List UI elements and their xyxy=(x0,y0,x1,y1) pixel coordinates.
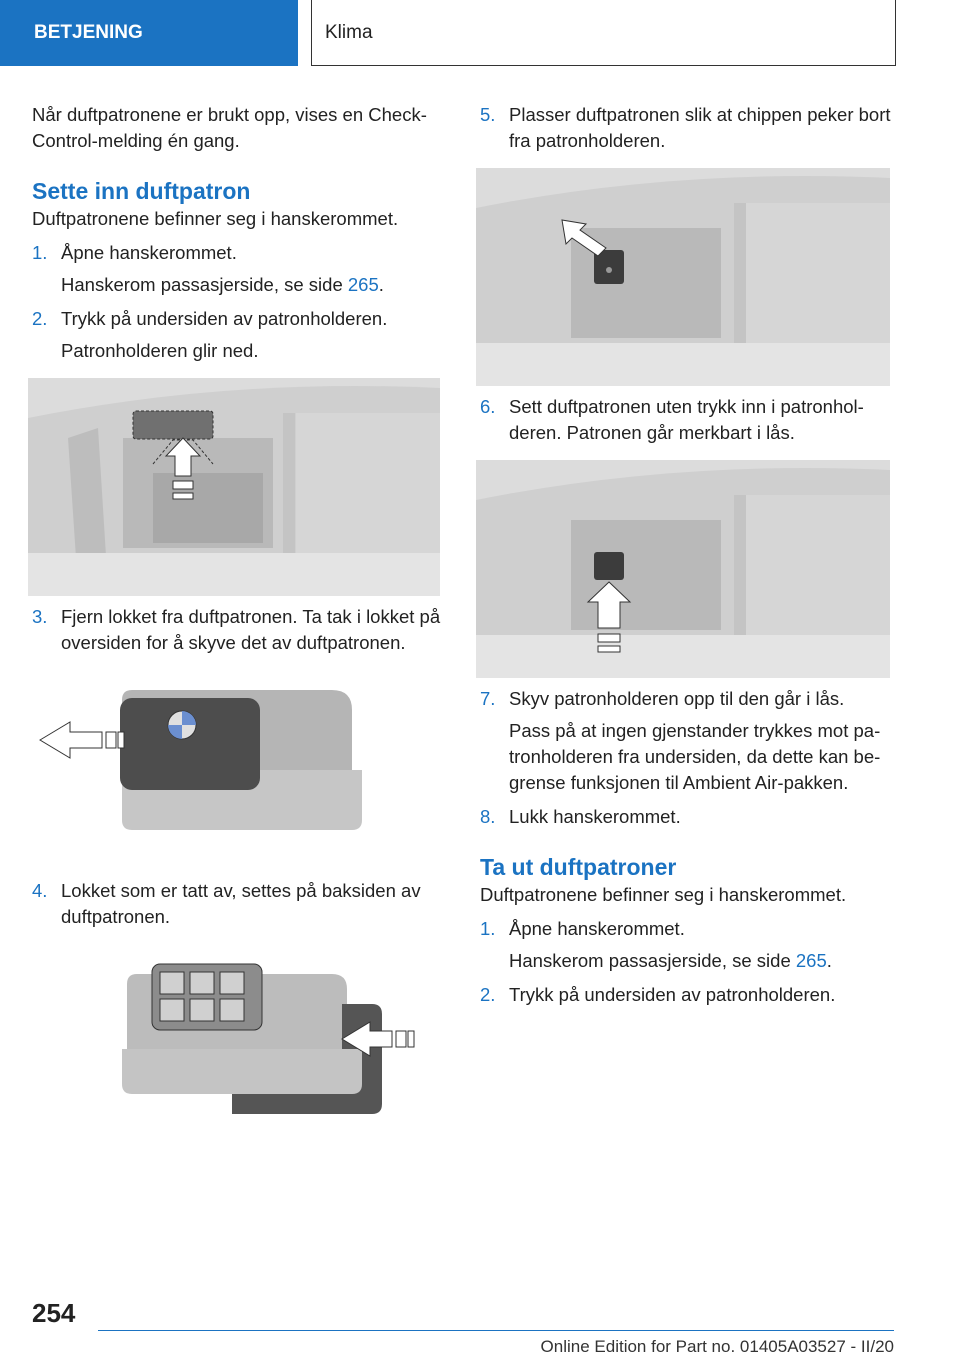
step-text: Plasser duftpatronen slik at chippen pek… xyxy=(509,104,891,151)
step-7-sub: Pass på at ingen gjenstander trykkes mot… xyxy=(509,720,881,793)
left-column: Når duftpatronene er brukt opp, vises en… xyxy=(28,102,444,1144)
edition-text: Online Edition for Part no. 01405A03527 … xyxy=(540,1337,894,1356)
step-number: 4. xyxy=(32,880,48,901)
chapter-title-box: Klima xyxy=(311,0,896,66)
step-8: 8. Lukk hanskerommet. xyxy=(480,804,894,830)
sub-text: Hanskerom passasjerside, se side xyxy=(509,950,796,971)
step-number: 2. xyxy=(32,308,48,329)
right-column: 5. Plasser duftpatronen slik at chippen … xyxy=(476,102,894,1008)
step-number: 8. xyxy=(480,806,496,827)
step2-1-sub: Hanskerom passasjerside, se side 265. xyxy=(480,948,894,974)
step2-1: 1. Åpne hanskerommet. xyxy=(480,916,894,942)
footer-divider xyxy=(98,1330,894,1331)
lead-text: Duftpatronene befinner seg i hanskeromme… xyxy=(32,208,399,229)
step-text: Lokket som er tatt av, settes på bakside… xyxy=(61,880,421,927)
step-2-sub: Patronholderen glir ned. xyxy=(61,340,259,361)
lead-text-2: Duftpatronene befinner seg i hanskeromme… xyxy=(480,884,847,905)
heading-remove: Ta ut duftpatroner xyxy=(480,854,677,880)
step-1-sub: Hanskerom passasjerside, se side 265. xyxy=(32,272,444,298)
step-text: Lukk hanskerommet. xyxy=(509,806,681,827)
step-number: 1. xyxy=(480,918,496,939)
step-6: 6. Sett duftpatronen uten trykk inn i pa… xyxy=(480,394,894,446)
step-7: 7. Skyv patronholderen opp til den går i… xyxy=(480,686,894,712)
step-number: 7. xyxy=(480,688,496,709)
page-link[interactable]: 265 xyxy=(795,950,827,971)
cartridge-insert-figure xyxy=(476,460,890,678)
step2-2: 2. Trykk på undersiden av patronholderen… xyxy=(480,982,894,1008)
step-number: 1. xyxy=(32,242,48,263)
step-text: Åpne hanskerommet. xyxy=(509,918,685,939)
cartridge-placement-figure xyxy=(476,168,890,386)
step-number: 5. xyxy=(480,104,496,125)
sub-text: Hanskerom passasjerside, se side xyxy=(61,274,348,295)
step-number: 2. xyxy=(480,984,496,1005)
step-text: Fjern lokket fra duftpatronen. Ta tak i … xyxy=(61,606,441,653)
step-text: Skyv patronholderen opp til den går i lå… xyxy=(509,688,845,709)
cartridge-back-figure xyxy=(122,963,415,1114)
intro-text: Når duftpatronene er brukt opp, vises en… xyxy=(32,104,427,151)
page-link[interactable]: 265 xyxy=(347,274,379,295)
step-4: 4. Lokket som er tatt av, settes på baks… xyxy=(32,878,444,930)
step-5: 5. Plasser duftpatronen slik at chippen … xyxy=(480,102,894,154)
heading-insert: Sette inn duftpatron xyxy=(32,178,251,204)
glovebox-holder-figure xyxy=(28,378,440,596)
section-tab: BETJENING xyxy=(0,0,298,66)
step-2: 2. Trykk på undersiden av patronholderen… xyxy=(32,306,444,332)
section-label: BETJENING xyxy=(34,22,143,43)
step-text: Trykk på undersiden av patronholderen. xyxy=(61,308,388,329)
step-1: 1. Åpne hanskerommet. xyxy=(32,240,444,266)
chapter-title: Klima xyxy=(325,21,373,43)
step-text: Trykk på undersiden av patronholderen. xyxy=(509,984,836,1005)
step-number: 3. xyxy=(32,606,48,627)
sub-post: . xyxy=(378,274,384,295)
step-3: 3. Fjern lokket fra duftpatronen. Ta tak… xyxy=(32,604,444,656)
step-number: 6. xyxy=(480,396,496,417)
page-number: 254 xyxy=(32,1298,76,1328)
cartridge-cover-figure xyxy=(39,690,362,830)
step-text: Åpne hanskerommet. xyxy=(61,242,237,263)
step-text: Sett duftpatronen uten trykk inn i patro… xyxy=(509,396,864,443)
sub-post: . xyxy=(826,950,832,971)
